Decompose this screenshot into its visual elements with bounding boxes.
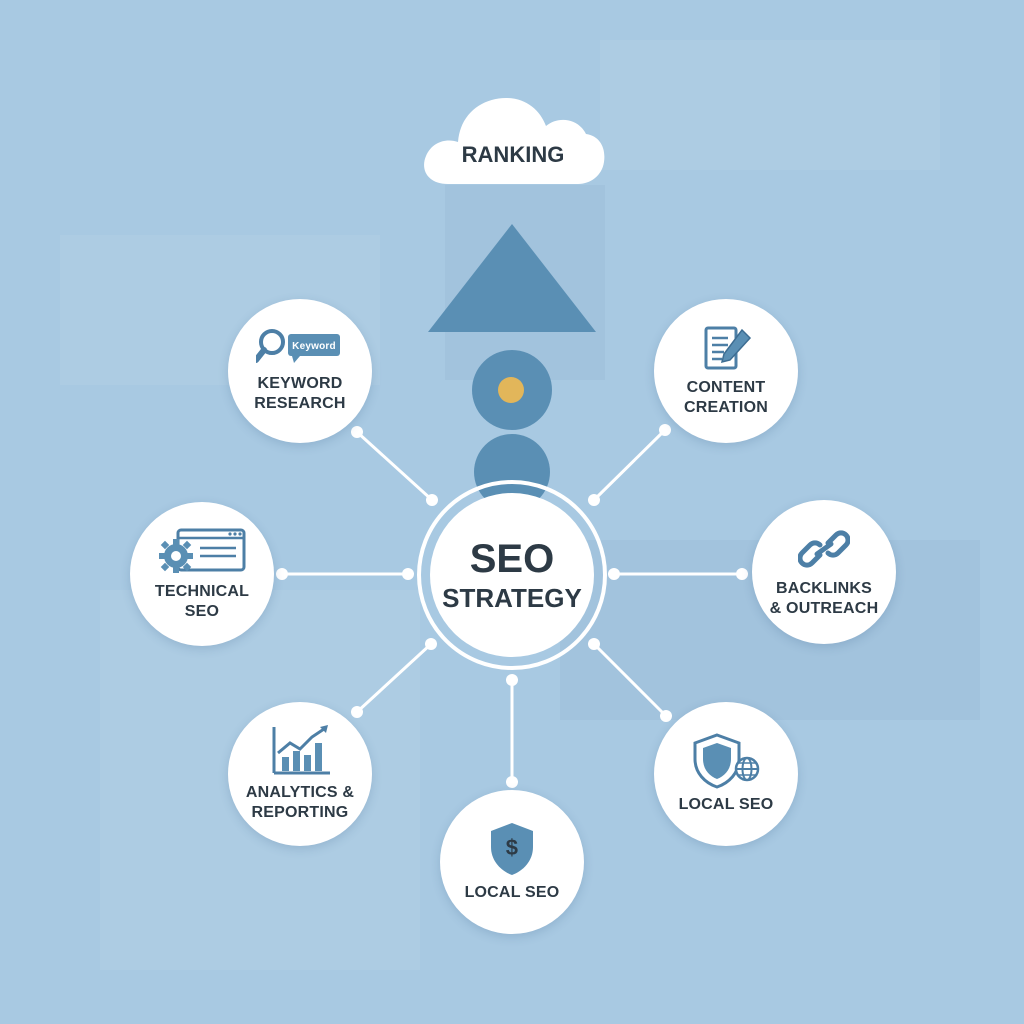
node-technical-seo: TECHNICAL SEO xyxy=(130,502,274,646)
shield-globe-icon xyxy=(693,733,760,789)
node-label-line2: & OUTREACH xyxy=(769,600,879,617)
node-local-seo-bottom: $ LOCAL SEO xyxy=(440,790,584,934)
node-label-line2: REPORTING xyxy=(251,804,349,821)
background-panel xyxy=(600,40,940,170)
gear-browser-icon xyxy=(159,528,246,573)
cloud-icon xyxy=(424,98,605,184)
up-triangle-icon xyxy=(428,224,596,332)
node-label-line2: CREATION xyxy=(684,399,768,416)
node-label-line1: TECHNICAL xyxy=(154,583,250,600)
center-subtitle: STRATEGY xyxy=(442,583,582,613)
node-backlinks-outreach: BACKLINKS & OUTREACH xyxy=(752,500,896,644)
progress-dot-core xyxy=(498,377,524,403)
keyword-tag-text: Keyword xyxy=(292,341,336,352)
center-node: SEO STRATEGY xyxy=(430,493,594,657)
document-pencil-icon xyxy=(704,326,752,370)
node-label-line1: BACKLINKS xyxy=(775,580,873,597)
center-title: SEO xyxy=(469,537,555,581)
node-label-line1: CONTENT xyxy=(686,379,766,396)
chain-link-icon xyxy=(798,530,850,568)
bar-chart-trend-icon xyxy=(272,725,330,775)
node-label-line1: ANALYTICS & xyxy=(245,784,355,801)
node-label-line1: LOCAL SEO xyxy=(678,796,774,813)
node-local-seo-right: LOCAL SEO xyxy=(654,702,798,846)
dollar-sign-text: $ xyxy=(506,835,518,860)
ranking-label: RANKING xyxy=(461,142,565,167)
shield-dollar-icon: $ xyxy=(491,823,533,875)
node-label-line1: KEYWORD xyxy=(257,375,343,392)
node-analytics-reporting: ANALYTICS & REPORTING xyxy=(228,702,372,846)
node-keyword-research: Keyword KEYWORD RESEARCH xyxy=(228,299,372,443)
node-content-creation: CONTENT CREATION xyxy=(654,299,798,443)
center-ring xyxy=(417,480,607,670)
magnifier-keyword-icon: Keyword xyxy=(256,329,340,363)
node-label-line2: RESEARCH xyxy=(254,395,346,412)
node-label-line1: LOCAL SEO xyxy=(464,884,560,901)
node-label-line2: SEO xyxy=(184,603,220,620)
